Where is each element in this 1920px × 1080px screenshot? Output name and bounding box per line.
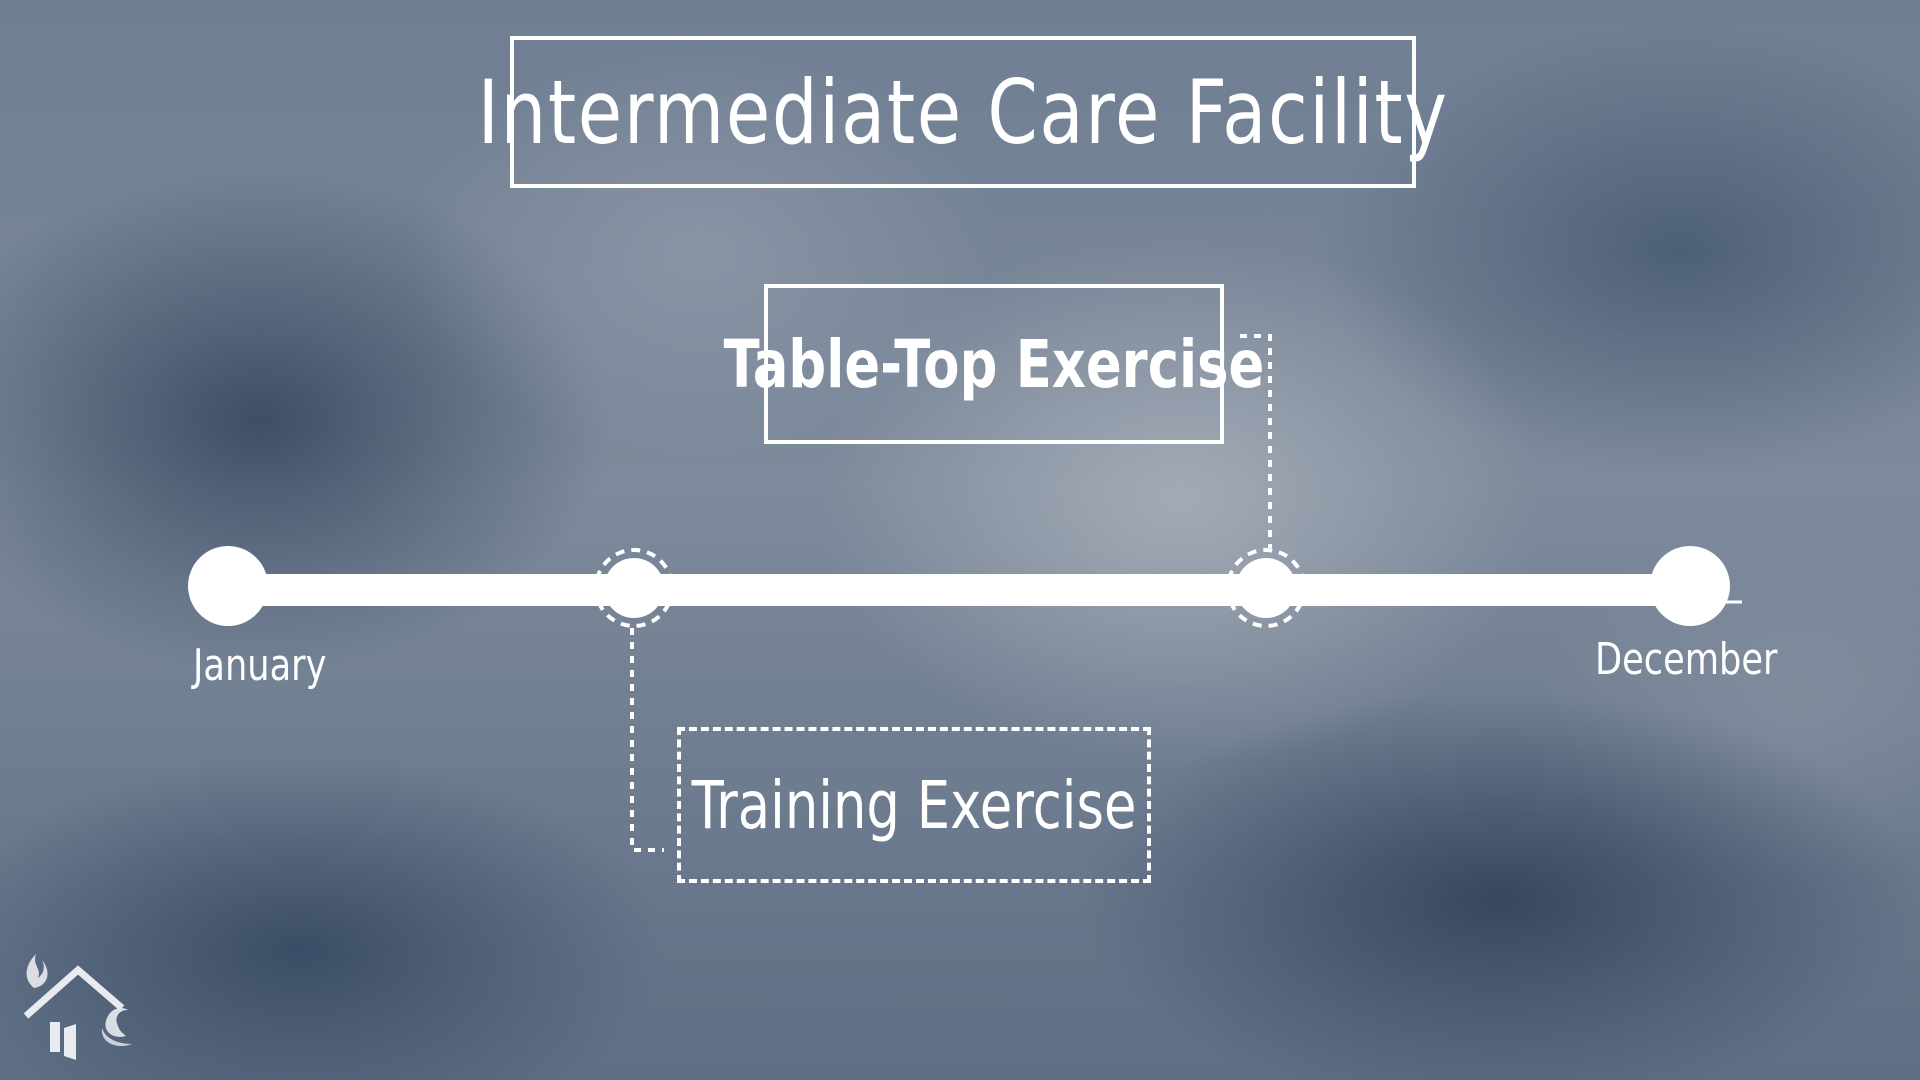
timeline-node-end [1650, 546, 1730, 626]
timeline-end-label: December [1595, 634, 1778, 685]
timeline-node-tabletop-ring [1226, 548, 1306, 628]
training-event-label: Training Exercise [691, 766, 1137, 844]
training-event-box: Training Exercise [677, 727, 1151, 883]
timeline-node-training [604, 558, 664, 618]
timeline-node-tabletop [1236, 558, 1296, 618]
timeline-start-label: January [193, 640, 327, 691]
tabletop-connector [1240, 334, 1272, 548]
timeline-node-training-ring [594, 548, 674, 628]
timeline-node-start [188, 546, 268, 626]
timeline-bar [228, 574, 1690, 606]
training-connector [630, 628, 664, 852]
house-with-flame-and-wave-icon [23, 954, 132, 1060]
tabletop-event-label: Table-Top Exercise [723, 325, 1265, 403]
page-title: Intermediate Care Facility [477, 60, 1449, 164]
tabletop-event-box: Table-Top Exercise [724, 284, 1264, 444]
title-frame: Intermediate Care Facility [477, 36, 1447, 188]
